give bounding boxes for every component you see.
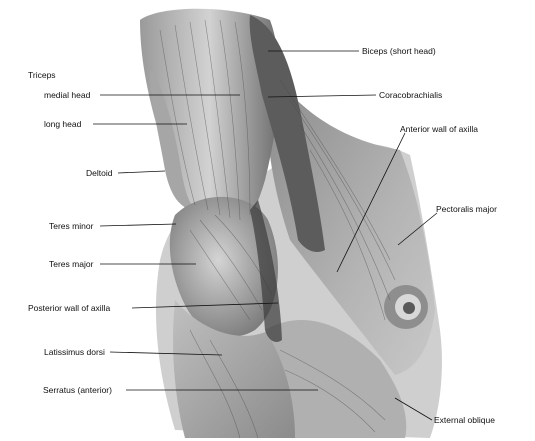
label-serratus-anterior: Serratus (anterior): [43, 385, 112, 395]
label-external-oblique: External oblique: [434, 415, 495, 425]
triceps-heading: Triceps: [28, 70, 56, 80]
label-coracobrachialis: Coracobrachialis: [379, 90, 443, 100]
nipple-center: [403, 302, 415, 314]
label-teres-minor: Teres minor: [49, 221, 94, 231]
deltoid-shape: [150, 70, 196, 210]
label-biceps-short-head: Biceps (short head): [362, 46, 436, 56]
coracobrachialis-shape: [249, 15, 325, 252]
label-posterior-wall-axilla: Posterior wall of axilla: [28, 303, 111, 313]
label-deltoid: Deltoid: [86, 168, 113, 178]
label-medial-head: medial head: [44, 90, 91, 100]
teres-muscles-shape: [169, 196, 278, 337]
serratus-anterior-shape: [265, 320, 407, 438]
label-pectoralis-major: Pectoralis major: [436, 204, 497, 214]
fibre-striations: [159, 19, 396, 439]
label-anterior-wall-axilla: Anterior wall of axilla: [400, 124, 478, 134]
label-teres-major: Teres major: [49, 259, 94, 269]
axilla-shadow: [250, 200, 282, 342]
leader-lines: [93, 50, 438, 421]
label-latissimus-dorsi: Latissimus dorsi: [44, 347, 105, 357]
upper-arm-shape: [140, 8, 280, 250]
label-long-head: long head: [44, 119, 82, 129]
